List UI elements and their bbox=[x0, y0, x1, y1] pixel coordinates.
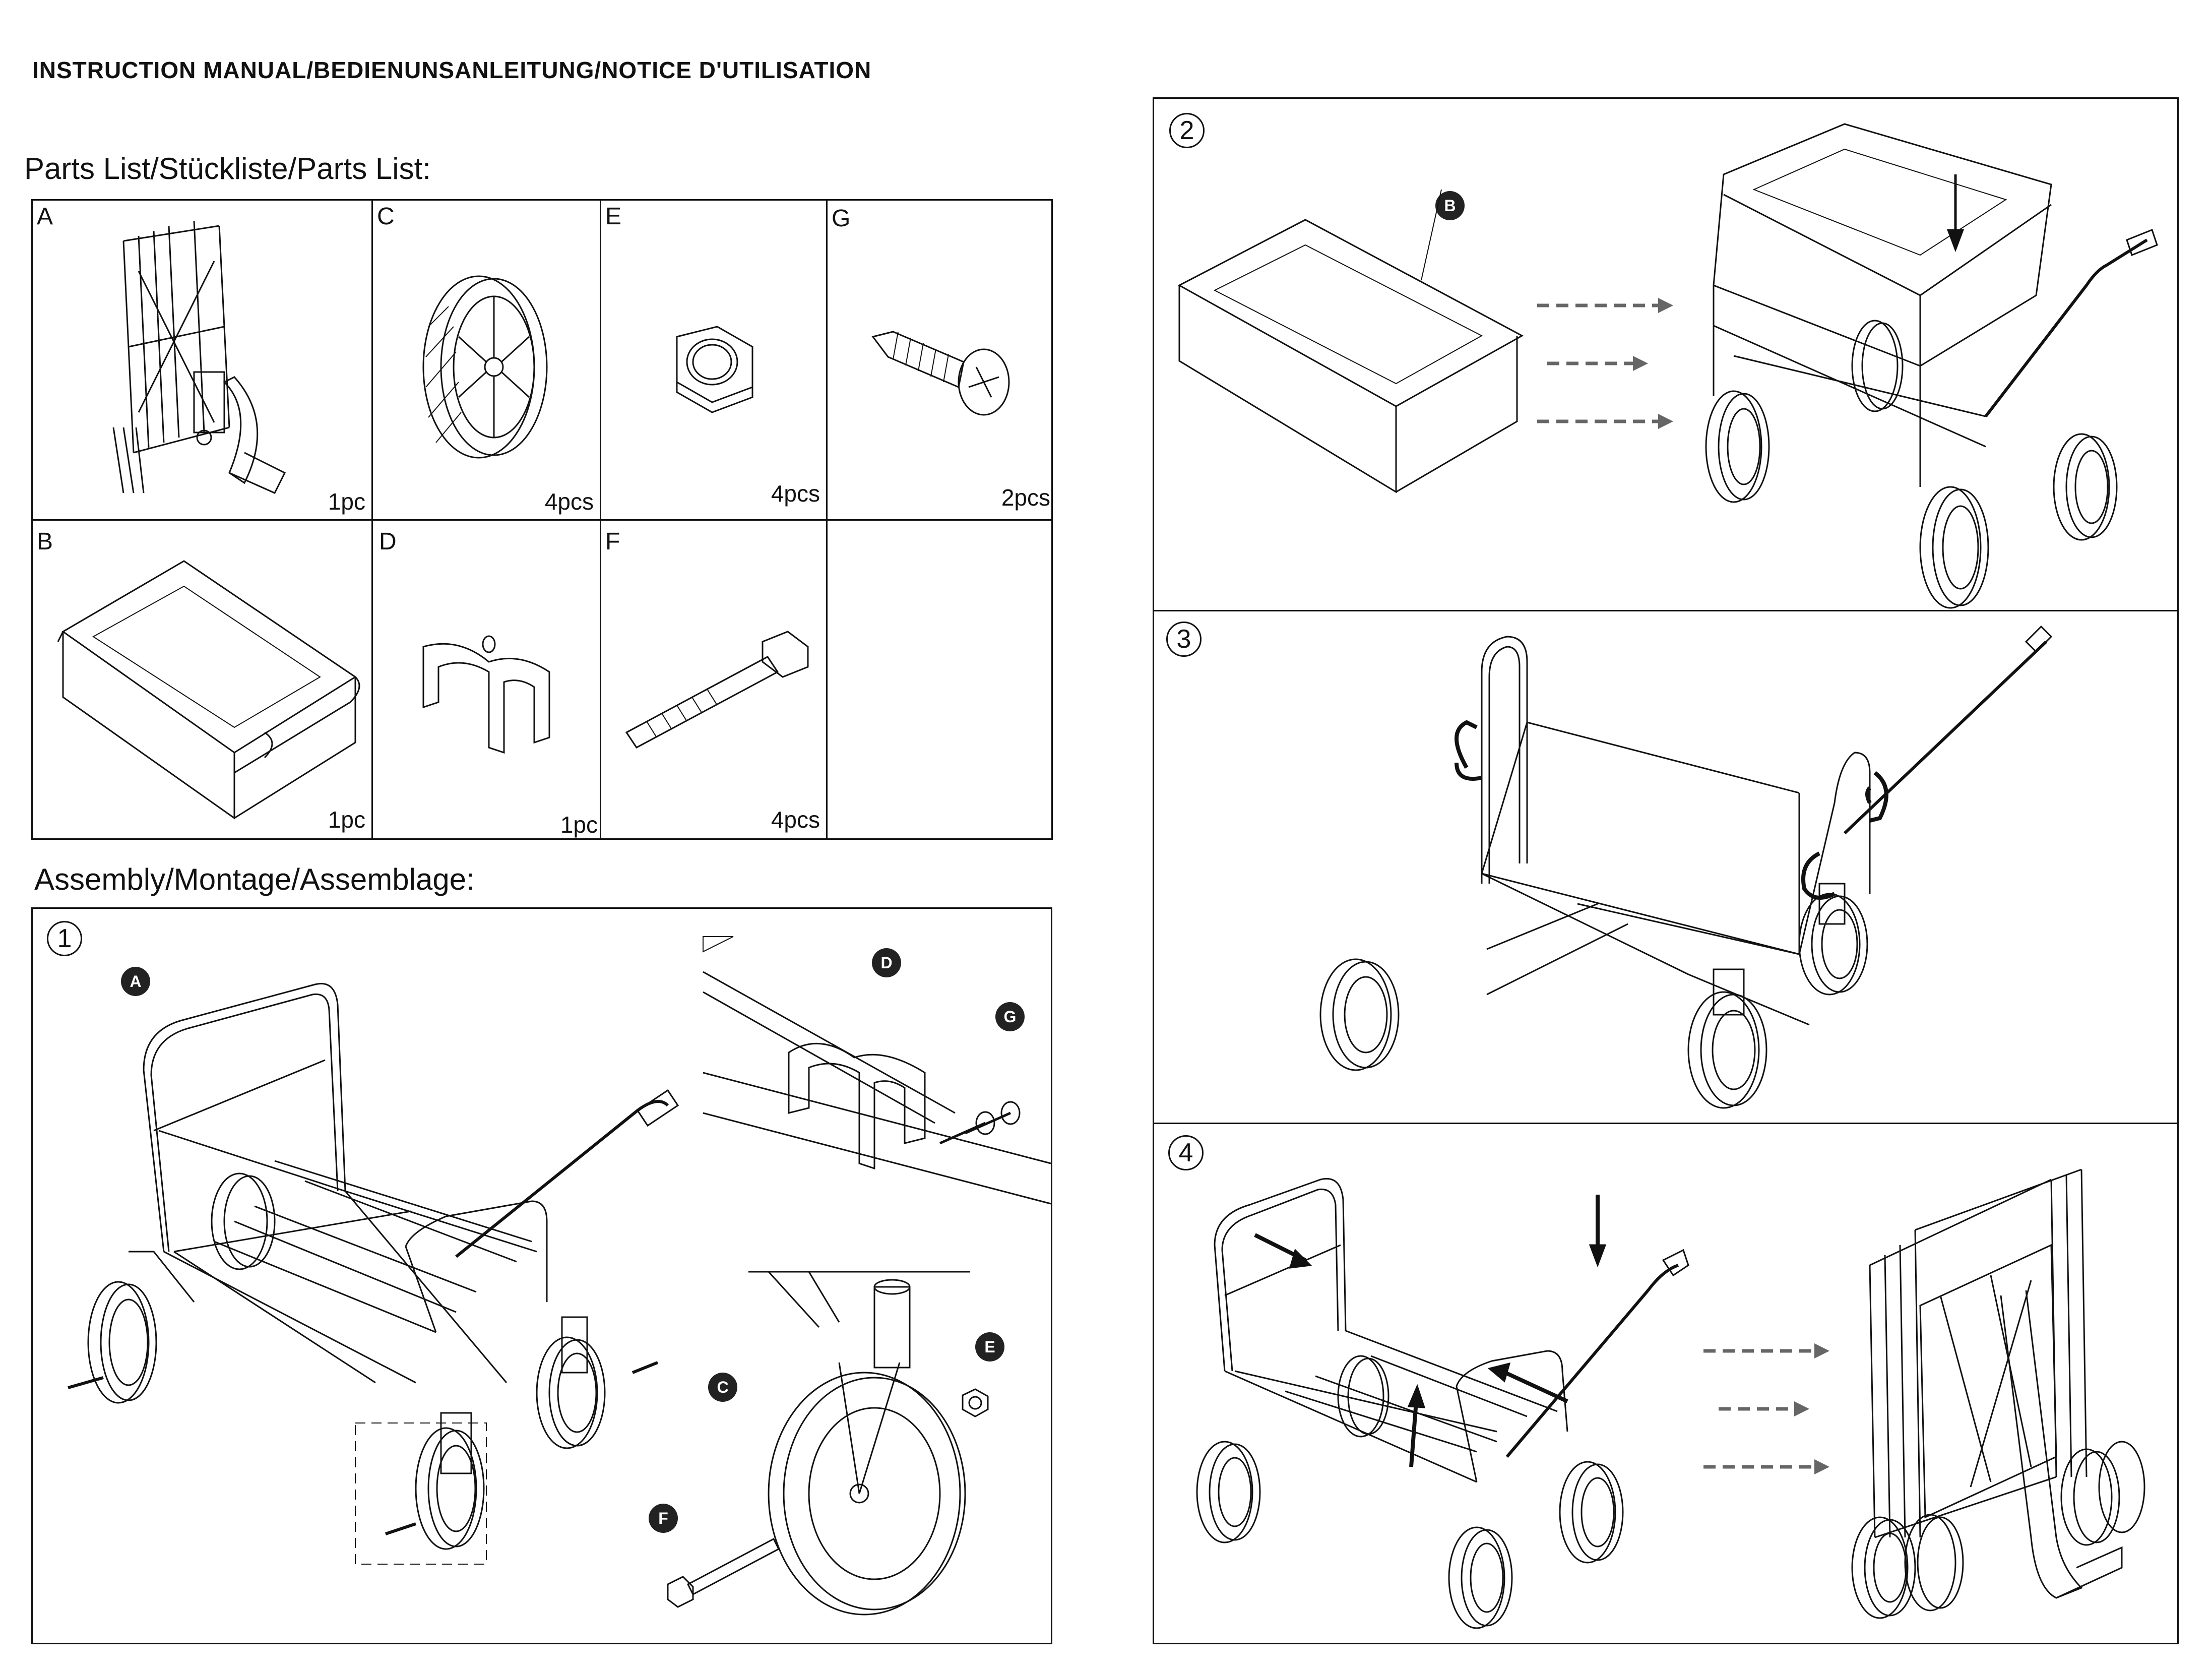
screw-icon bbox=[863, 317, 1024, 427]
part-cell-b: B 1pc bbox=[31, 519, 373, 840]
part-letter: E bbox=[605, 203, 622, 230]
dashed-arrow-icon bbox=[1703, 1343, 1829, 1474]
part-letter: D bbox=[379, 528, 397, 555]
part-cell-a: A 1pc bbox=[31, 199, 373, 521]
part-letter: G bbox=[832, 205, 851, 232]
part-quantity: 4pcs bbox=[771, 480, 820, 507]
part-letter: A bbox=[37, 203, 53, 230]
callout-c: C bbox=[708, 1373, 737, 1402]
clip-icon bbox=[413, 606, 564, 768]
callout-e: E bbox=[975, 1332, 1004, 1361]
fabric-basket-icon bbox=[53, 551, 365, 813]
callout-g: G bbox=[995, 1002, 1025, 1031]
wagon-fold-drawing bbox=[1194, 1169, 1698, 1633]
callout-d: D bbox=[872, 948, 901, 977]
part-cell-c: C 4pcs bbox=[371, 199, 601, 521]
step-4-panel: 4 bbox=[1153, 1123, 2179, 1644]
part-quantity: 2pcs bbox=[1001, 484, 1050, 511]
part-cell-d: D 1pc bbox=[371, 519, 601, 840]
step-2-panel: 2 B bbox=[1153, 97, 2179, 611]
manual-title: INSTRUCTION MANUAL/BEDIENUNSANLEITUNG/NO… bbox=[32, 57, 872, 83]
callout-f: F bbox=[649, 1504, 678, 1533]
wagon-clip-attach-drawing bbox=[1315, 622, 2046, 1116]
assembly-heading: Assembly/Montage/Assemblage: bbox=[34, 862, 475, 896]
folded-wagon-drawing bbox=[1840, 1154, 2162, 1633]
step-number: 3 bbox=[1166, 622, 1202, 657]
hex-nut-icon bbox=[958, 1385, 993, 1420]
wheel-detail-drawing bbox=[748, 1272, 980, 1620]
part-cell-empty bbox=[826, 519, 1053, 840]
part-quantity: 1pc bbox=[560, 812, 598, 838]
callout-a: A bbox=[121, 967, 150, 996]
wheel-icon bbox=[408, 266, 559, 468]
part-quantity: 1pc bbox=[328, 488, 365, 515]
clip-detail-drawing bbox=[703, 921, 1051, 1204]
part-letter: B bbox=[37, 528, 53, 555]
part-cell-g: G 2pcs bbox=[826, 199, 1053, 521]
fabric-basket-drawing bbox=[1169, 210, 1532, 512]
part-letter: F bbox=[605, 528, 620, 555]
part-quantity: 4pcs bbox=[771, 807, 820, 833]
part-quantity: 1pc bbox=[328, 807, 365, 833]
wagon-frame-drawing bbox=[63, 969, 693, 1574]
part-letter: C bbox=[377, 203, 395, 230]
bolt-icon bbox=[616, 611, 818, 763]
part-cell-f: F 4pcs bbox=[600, 519, 828, 840]
hex-nut-icon bbox=[657, 317, 768, 417]
step-number: 1 bbox=[47, 921, 82, 956]
step-3-panel: 3 bbox=[1153, 610, 2179, 1124]
bolt-icon bbox=[658, 1529, 784, 1610]
dashed-arrow-icon bbox=[1537, 298, 1673, 429]
step-number: 2 bbox=[1169, 113, 1205, 148]
step-number: 4 bbox=[1168, 1135, 1204, 1170]
step-1-panel: 1 A D G C E F bbox=[31, 907, 1052, 1644]
part-cell-e: E 4pcs bbox=[600, 199, 828, 521]
folding-wagon-icon bbox=[93, 211, 305, 503]
parts-list-heading: Parts List/Stückliste/Parts List: bbox=[24, 152, 431, 185]
wagon-with-basket-drawing bbox=[1683, 104, 2167, 608]
part-quantity: 4pcs bbox=[544, 488, 594, 515]
